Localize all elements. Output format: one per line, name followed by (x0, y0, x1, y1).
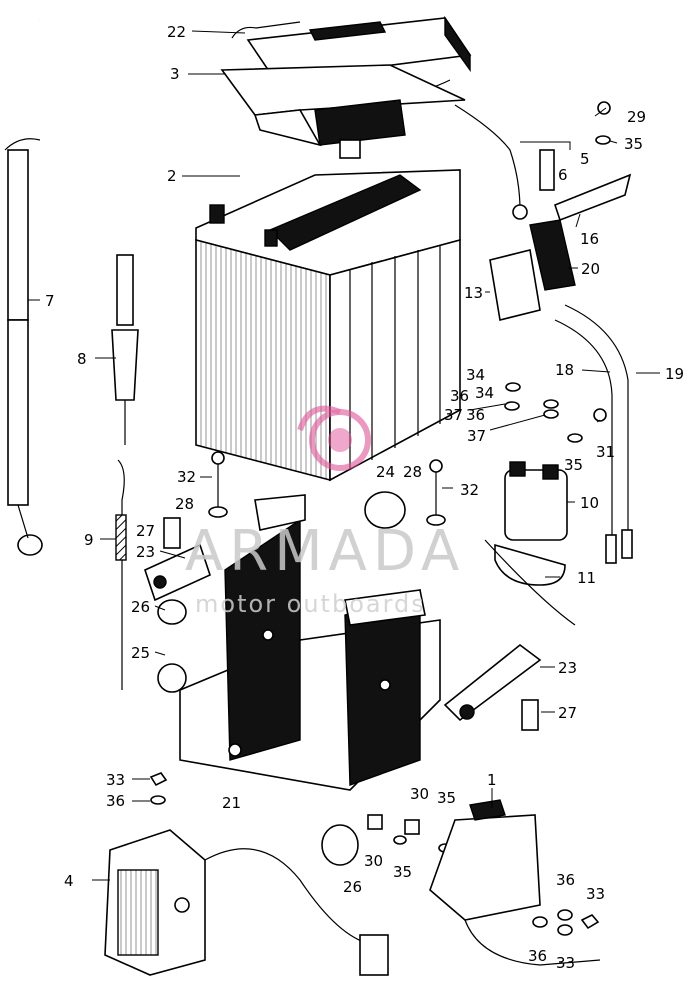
callout-35-bottom: 35 (393, 863, 412, 881)
callout-6: 6 (558, 166, 568, 184)
callout-23-left: 23 (136, 543, 155, 561)
callout-24: 24 (376, 463, 395, 481)
callout-25: 25 (131, 644, 150, 662)
fuse-and-holder-part (454, 104, 632, 321)
callout-22: 22 (167, 23, 186, 41)
callout-34-b: 34 (475, 384, 494, 402)
callout-2: 2 (167, 167, 177, 185)
watermark: ARMADA motor outboards (185, 405, 465, 618)
starter-relay-part (484, 461, 576, 626)
callout-26-top: 26 (131, 598, 150, 616)
callout-37-b: 37 (467, 427, 486, 445)
callout-37-a: 37 (444, 406, 463, 424)
callout-36-left: 36 (106, 792, 125, 810)
callout-30-bottom: 30 (364, 852, 383, 870)
callout-27-right: 27 (558, 704, 577, 722)
callout-18: 18 (555, 361, 574, 379)
callout-4: 4 (64, 872, 74, 890)
callout-28-left: 28 (175, 495, 194, 513)
callout-30-top: 30 (410, 785, 429, 803)
callout-31: 31 (596, 443, 615, 461)
callout-33-right-bottom: 33 (556, 954, 575, 972)
callout-36-right-top: 36 (556, 871, 575, 889)
callout-33-right-top: 33 (586, 885, 605, 903)
callout-13: 13 (464, 284, 483, 302)
callout-36-right-bottom: 36 (528, 947, 547, 965)
callout-5: 5 (580, 150, 590, 168)
callout-16: 16 (580, 230, 599, 248)
watermark-tagline: motor outboards (195, 590, 426, 618)
callout-28-right: 28 (403, 463, 422, 481)
regulator-part (104, 829, 389, 976)
watermark-brand: ARMADA (185, 519, 465, 584)
callout-36-b: 36 (466, 406, 485, 424)
callout-34-a: 34 (466, 366, 485, 384)
starter-cable-part (39, 18, 139, 445)
callout-26-bottom: 26 (343, 878, 362, 896)
callout-10: 10 (580, 494, 599, 512)
relay-cables-part (554, 304, 633, 564)
callout-9: 9 (84, 531, 94, 549)
rectifier-part (429, 799, 601, 966)
callout-35-mid: 35 (437, 789, 456, 807)
callout-8: 8 (77, 350, 87, 368)
bolts-and-washers-part (149, 101, 611, 936)
callout-21: 21 (222, 794, 241, 812)
callout-23-right: 23 (558, 659, 577, 677)
callout-11: 11 (577, 569, 596, 587)
battery-box-part (179, 494, 441, 791)
callout-32-right: 32 (460, 481, 479, 499)
callout-20: 20 (581, 260, 600, 278)
battery-cover-part (220, 64, 466, 147)
leader-lines (28, 30, 660, 881)
callout-labels: 22 3 2 29 35 5 6 16 20 13 7 8 34 34 18 1… (45, 23, 684, 972)
callout-33-left: 33 (106, 771, 125, 789)
callout-27-left: 27 (136, 522, 155, 540)
callout-3: 3 (170, 65, 180, 83)
callout-29: 29 (627, 108, 646, 126)
callout-36-a: 36 (450, 387, 469, 405)
callout-19: 19 (665, 365, 684, 383)
spring-rod-part (115, 459, 127, 690)
callout-32-left: 32 (177, 468, 196, 486)
battery-strap-part (231, 15, 472, 99)
battery-part (195, 139, 461, 482)
ground-cable-part (4, 138, 43, 556)
callout-7: 7 (45, 292, 55, 310)
callout-35-top: 35 (624, 135, 643, 153)
rubber-mounts-part (144, 491, 542, 866)
callout-35-relay: 35 (564, 456, 583, 474)
callout-1: 1 (487, 771, 497, 789)
